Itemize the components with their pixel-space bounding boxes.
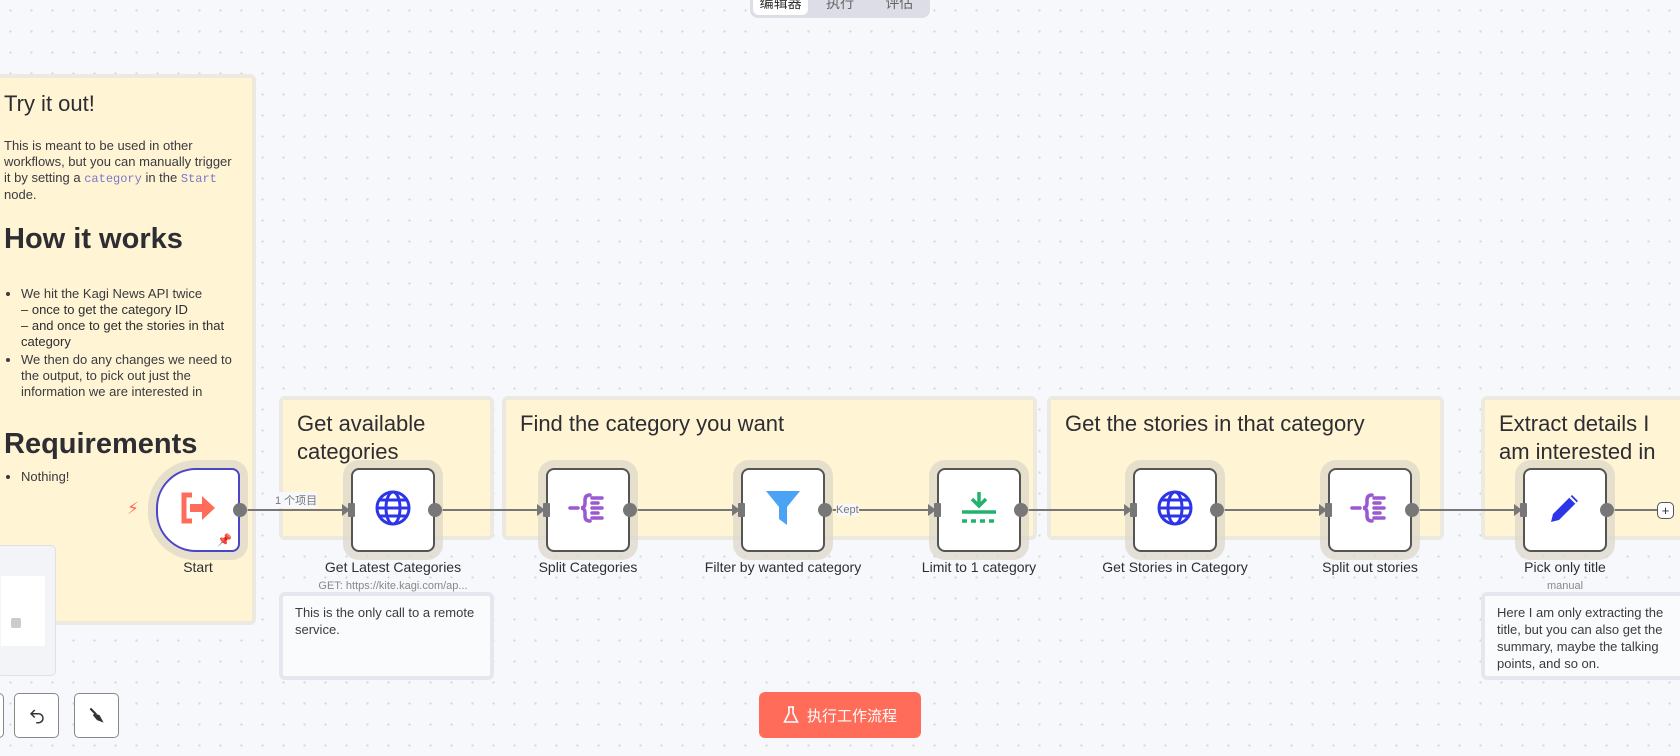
input-arrow xyxy=(928,504,936,516)
group-title: Extract details I am interested in xyxy=(1499,411,1656,464)
output-port[interactable] xyxy=(1014,503,1028,517)
heading-requirements: Requirements xyxy=(4,428,198,460)
globe-icon xyxy=(374,489,412,532)
input-port[interactable] xyxy=(1130,503,1137,517)
sign-in-icon xyxy=(178,491,218,530)
note-remote-call[interactable]: This is the only call to a remote servic… xyxy=(279,592,494,680)
node-label: Limit to 1 category xyxy=(921,559,1037,575)
connection-line[interactable] xyxy=(1412,509,1524,511)
workflow-node[interactable] xyxy=(546,468,630,552)
intro-sticky-note[interactable]: Try it out! This is meant to be used in … xyxy=(0,74,256,625)
input-arrow xyxy=(732,504,740,516)
input-arrow xyxy=(1514,504,1522,516)
view-tabs: 编辑器 执行 评估 xyxy=(750,0,930,18)
connection-line[interactable] xyxy=(1607,509,1659,511)
group-title: Find the category you want xyxy=(520,411,785,436)
flask-icon xyxy=(783,706,799,723)
list-item: We hit the Kagi News API twice xyxy=(21,286,238,302)
output-port[interactable] xyxy=(1405,503,1419,517)
node-label: Get Stories in Category xyxy=(1102,559,1248,575)
connection-line[interactable] xyxy=(825,509,937,511)
globe-icon xyxy=(1156,489,1194,532)
heading-how: How it works xyxy=(4,223,183,255)
workflow-node[interactable] xyxy=(1133,468,1217,552)
connection-line[interactable] xyxy=(1217,509,1329,511)
limit-icon xyxy=(960,491,998,530)
tab-editor[interactable]: 编辑器 xyxy=(753,0,809,15)
intro-paragraph: This is meant to be used in other workfl… xyxy=(4,138,232,202)
pin-icon: 📌 xyxy=(217,533,232,547)
connection-line[interactable] xyxy=(1021,509,1133,511)
node-label: Start xyxy=(183,559,213,575)
how-list: We hit the Kagi News API twice – once to… xyxy=(21,286,238,400)
input-arrow xyxy=(537,504,545,516)
minimap-panel[interactable] xyxy=(0,545,56,676)
trigger-lightning-icon: ⚡ xyxy=(127,499,139,518)
workflow-node[interactable] xyxy=(1523,468,1607,552)
connection-line[interactable] xyxy=(240,509,350,511)
add-node-button[interactable]: + xyxy=(1657,502,1674,519)
execute-workflow-button[interactable]: 执行工作流程 xyxy=(759,692,921,738)
execute-workflow-label: 执行工作流程 xyxy=(806,707,897,725)
input-port[interactable] xyxy=(1520,503,1527,517)
tab-executions[interactable]: 执行 xyxy=(825,0,854,11)
connection-line[interactable] xyxy=(630,509,740,511)
output-port[interactable] xyxy=(1600,503,1614,517)
connection-line[interactable] xyxy=(435,509,545,511)
output-port[interactable] xyxy=(1210,503,1224,517)
node-subtitle: manual xyxy=(1546,580,1584,592)
input-arrow xyxy=(342,504,350,516)
clear-execution-button[interactable] xyxy=(74,693,119,738)
node-label: Split Categories xyxy=(538,559,638,575)
split-out-icon xyxy=(568,492,608,529)
workflow-node[interactable] xyxy=(351,468,435,552)
list-item: – once to get the category ID xyxy=(21,302,188,317)
undo-button[interactable] xyxy=(14,693,59,738)
workflow-node[interactable] xyxy=(1328,468,1412,552)
node-label: Pick only title xyxy=(1524,559,1606,575)
node-label: Get Latest Categories xyxy=(324,559,462,575)
pencil-icon xyxy=(1548,491,1582,530)
input-port[interactable] xyxy=(934,503,941,517)
output-port[interactable] xyxy=(233,503,247,517)
workflow-node[interactable] xyxy=(741,468,825,552)
edge-item-count: 1 个项目 xyxy=(275,492,318,508)
workflow-node[interactable]: 📌 xyxy=(156,468,240,552)
filter-icon xyxy=(765,489,801,532)
output-port[interactable] xyxy=(623,503,637,517)
workflow-node[interactable] xyxy=(937,468,1021,552)
edge-label-kept: Kept xyxy=(836,504,859,516)
input-port[interactable] xyxy=(1325,503,1332,517)
input-port[interactable] xyxy=(543,503,550,517)
node-subtitle: GET: https://kite.kagi.com/ap... xyxy=(318,580,468,592)
list-item: – and once to get the stories in that ca… xyxy=(21,318,225,349)
list-item: Nothing! xyxy=(21,469,238,485)
node-label: Filter by wanted category xyxy=(704,559,862,575)
split-out-icon xyxy=(1350,492,1390,529)
input-arrow xyxy=(1319,504,1327,516)
group-title: Get the stories in that category xyxy=(1065,411,1365,436)
node-label: Split out stories xyxy=(1322,559,1418,575)
input-port[interactable] xyxy=(348,503,355,517)
output-port[interactable] xyxy=(818,503,832,517)
group-title: Get available categories xyxy=(297,411,426,464)
zoom-fit-button[interactable] xyxy=(0,693,4,738)
output-port[interactable] xyxy=(428,503,442,517)
input-port[interactable] xyxy=(738,503,745,517)
heading-try: Try it out! xyxy=(4,91,95,116)
input-arrow xyxy=(1124,504,1132,516)
note-extract[interactable]: Here I am only extracting the title, but… xyxy=(1481,592,1680,680)
undo-icon xyxy=(29,708,44,723)
broom-icon xyxy=(89,707,104,723)
list-item: We then do any changes we need to the ou… xyxy=(21,352,238,400)
tab-evaluations[interactable]: 评估 xyxy=(885,0,914,11)
